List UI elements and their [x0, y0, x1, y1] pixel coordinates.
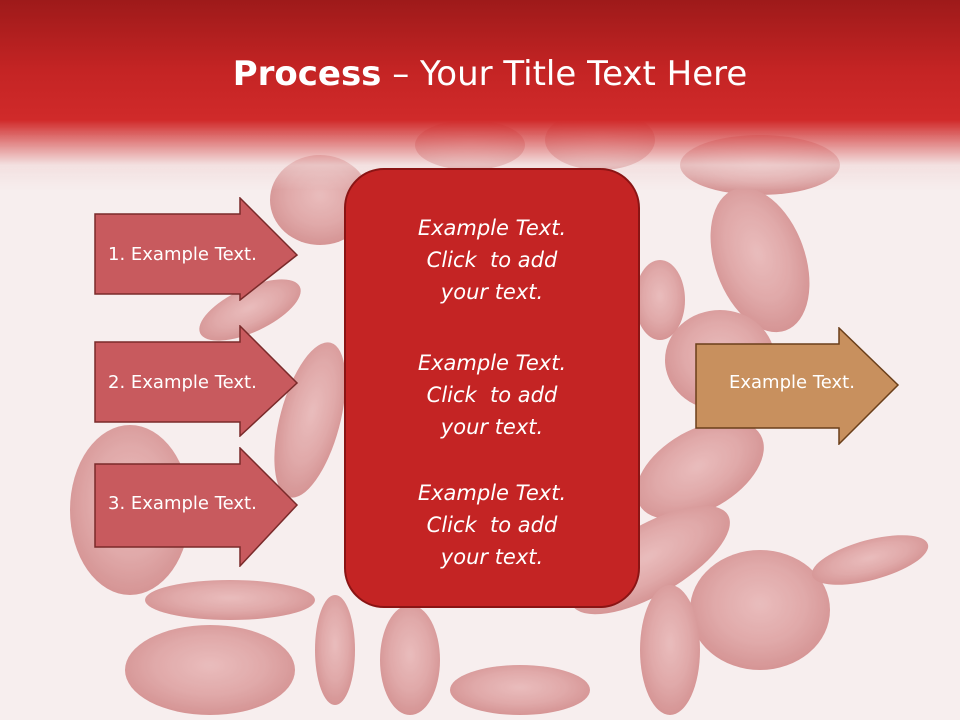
right-arrow[interactable]	[695, 327, 901, 445]
left-arrow-3[interactable]	[94, 447, 300, 567]
paragraph-line: Click to add	[426, 383, 558, 407]
left-arrow-2-label: 2. Example Text.	[108, 372, 257, 393]
paragraph-line: your text.	[440, 545, 544, 569]
paragraph-line: your text.	[440, 415, 544, 439]
center-paragraph-1: Example Text. Click to add your text.	[344, 212, 640, 308]
center-text-box[interactable]	[344, 168, 640, 608]
paragraph-line: Click to add	[426, 513, 558, 537]
left-arrow-2[interactable]	[94, 325, 300, 437]
left-arrow-1[interactable]	[94, 197, 300, 301]
center-paragraph-2: Example Text. Click to add your text.	[344, 347, 640, 443]
left-arrow-1-label: 1. Example Text.	[108, 244, 257, 265]
paragraph-line: your text.	[440, 280, 544, 304]
header-band	[0, 0, 960, 190]
right-arrow-label: Example Text.	[729, 372, 855, 393]
title-rest: – Your Title Text Here	[381, 54, 748, 94]
paragraph-line: Example Text.	[417, 481, 567, 505]
center-paragraph-3: Example Text. Click to add your text.	[344, 477, 640, 573]
slide-title: Process – Your Title Text Here	[0, 52, 960, 96]
left-arrow-3-label: 3. Example Text.	[108, 493, 257, 514]
paragraph-line: Click to add	[426, 248, 558, 272]
paragraph-line: Example Text.	[417, 351, 567, 375]
paragraph-line: Example Text.	[417, 216, 567, 240]
title-bold: Process	[232, 54, 382, 94]
